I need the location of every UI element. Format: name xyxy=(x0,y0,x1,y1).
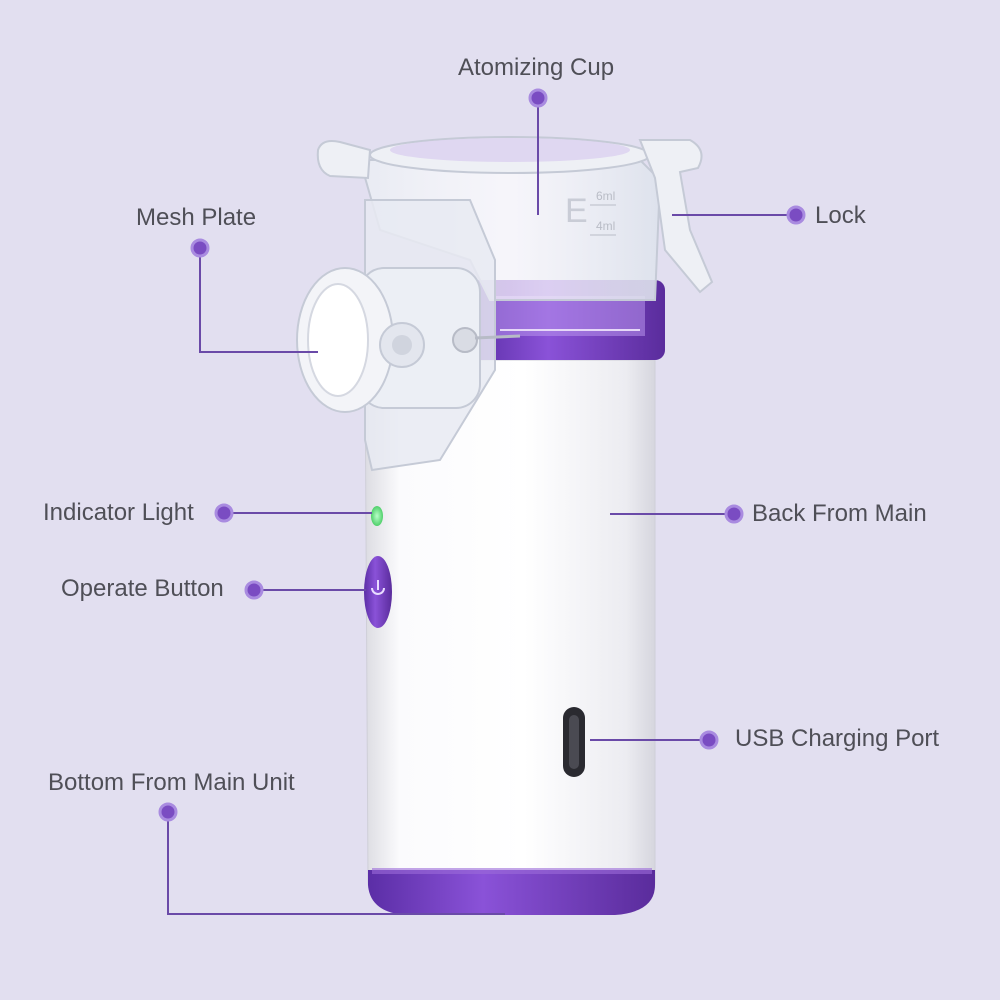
svg-text:E: E xyxy=(565,192,588,230)
usb-port-slot xyxy=(563,707,585,777)
label-indicator-light: Indicator Light xyxy=(43,499,194,526)
power-icon xyxy=(371,580,385,595)
indicator-light-led xyxy=(371,506,383,526)
label-atomizing-cup: Atomizing Cup xyxy=(458,54,615,81)
svg-text:4ml: 4ml xyxy=(596,219,615,233)
svg-text:6ml: 6ml xyxy=(596,189,615,203)
label-mesh-plate: Mesh Plate xyxy=(136,204,257,231)
label-usb-charging-port: USB Charging Port xyxy=(735,725,940,752)
label-operate-button: Operate Button xyxy=(61,575,224,602)
label-lock: Lock xyxy=(815,202,866,229)
label-bottom-from-main-unit: Bottom From Main Unit xyxy=(48,769,295,796)
purple-base xyxy=(368,868,655,915)
mouthpiece-housing xyxy=(296,199,521,472)
operate-button-shape[interactable] xyxy=(364,556,392,628)
label-back-from-main: Back From Main xyxy=(752,500,927,527)
